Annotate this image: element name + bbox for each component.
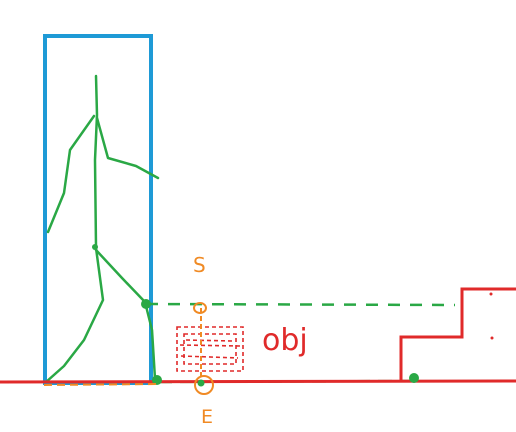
ground-line [0, 379, 516, 384]
end-marker-dot [197, 379, 205, 387]
ground-dot-right [409, 373, 419, 383]
figure-spine [93, 74, 99, 249]
start-marker [193, 302, 207, 314]
step-dot-upper [489, 292, 493, 296]
dashed-sight-line [145, 302, 456, 307]
object-box-scribble [179, 339, 241, 359]
start-label: S [193, 253, 206, 277]
object-box-inner [183, 333, 237, 365]
blue-frame [43, 34, 153, 385]
step-outline [399, 287, 516, 380]
object-label: obj [262, 323, 308, 358]
figure-hip-dot [92, 244, 98, 250]
feet-marker-dashes [43, 383, 161, 386]
figure-left-leg [44, 246, 105, 384]
ground-dot-left [152, 375, 162, 385]
object-box-outer [176, 326, 244, 372]
figure-left-arm [46, 114, 96, 234]
stick-figure [44, 74, 160, 384]
step-dot-lower [490, 336, 494, 340]
object-box [176, 326, 244, 372]
end-label: E [201, 406, 213, 428]
end-marker [194, 375, 214, 395]
figure-right-leg [94, 248, 157, 381]
figure-right-arm [95, 116, 160, 180]
